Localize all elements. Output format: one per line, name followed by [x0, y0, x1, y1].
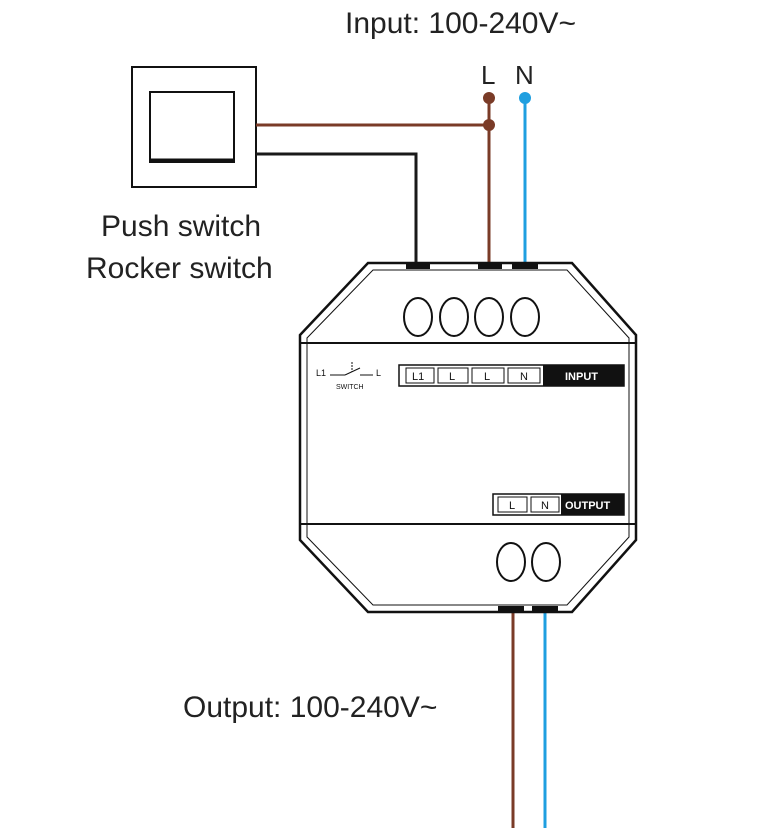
switch-symbol-right: L	[376, 368, 381, 378]
live-terminal-dot	[483, 92, 495, 104]
switch-symbol-name: SWITCH	[336, 384, 364, 391]
screw-hole	[403, 297, 433, 337]
switch-return-wire	[256, 152, 418, 267]
input-terminal-l-a: L	[449, 371, 455, 383]
screw-hole	[510, 297, 540, 337]
switch-caption-line1: Push switch	[101, 210, 261, 243]
input-terminal-block	[398, 364, 625, 387]
input-label: Input: 100-240V~	[345, 7, 576, 40]
output-label: Output: 100-240V~	[183, 691, 437, 724]
input-terminal-n: N	[520, 371, 528, 383]
neutral-terminal-dot	[519, 92, 531, 104]
switch-rocker	[149, 91, 235, 163]
output-terminal-n: N	[541, 500, 549, 512]
input-terminal-l1: L1	[412, 371, 424, 383]
input-block-label: INPUT	[565, 371, 598, 383]
switch-symbol-left: L1	[316, 368, 326, 378]
switch-caption-line2: Rocker switch	[86, 252, 273, 285]
input-terminal-l-b: L	[484, 371, 490, 383]
neutral-terminal-label: N	[515, 60, 534, 90]
controller-module	[298, 261, 638, 614]
output-terminal-block	[492, 493, 625, 516]
live-junction-dot	[483, 119, 495, 131]
switch-symbol	[330, 362, 373, 376]
wall-switch	[131, 66, 257, 188]
live-terminal-label: L	[481, 60, 495, 90]
module-inner-outline	[306, 269, 630, 606]
screw-hole	[531, 542, 561, 582]
output-terminal-l: L	[509, 500, 515, 512]
screw-hole	[474, 297, 504, 337]
output-block-label: OUTPUT	[565, 500, 611, 512]
screw-hole	[496, 542, 526, 582]
screw-hole	[439, 297, 469, 337]
